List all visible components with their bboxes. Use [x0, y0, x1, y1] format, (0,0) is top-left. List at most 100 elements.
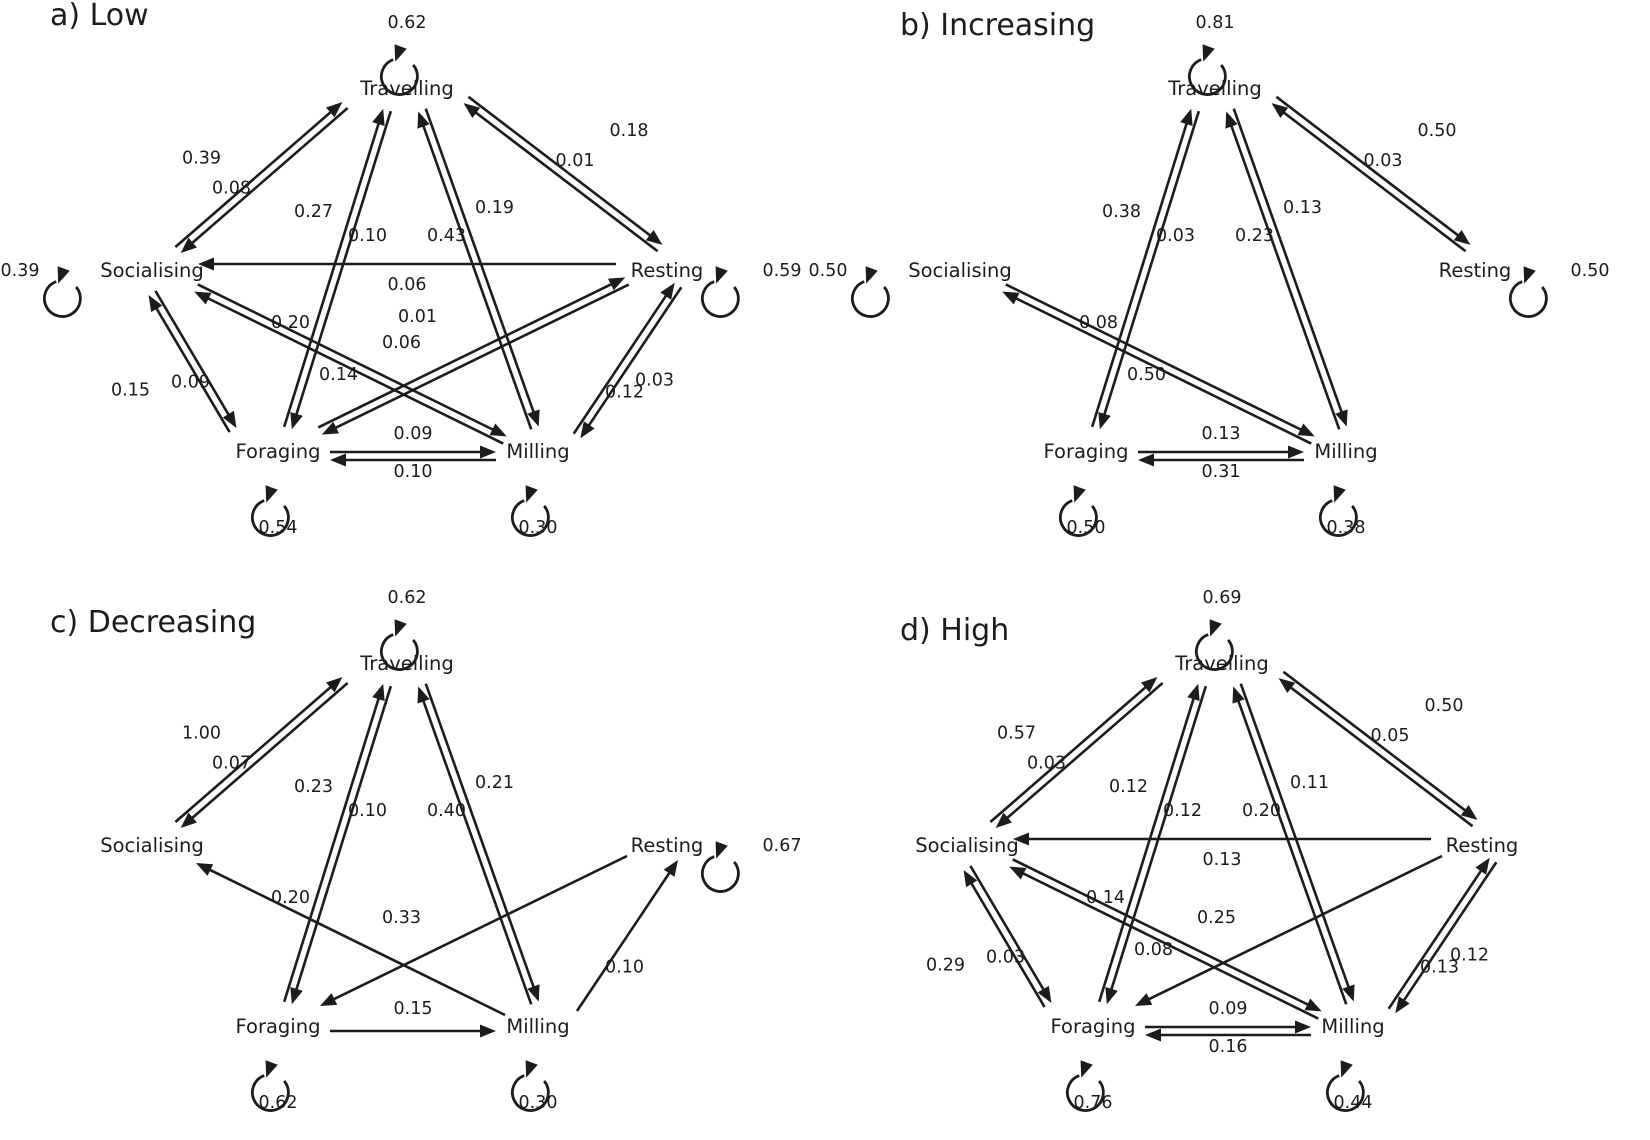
edge-socialising-to-foraging-probability: 0.15 — [111, 381, 150, 401]
edge-resting-to-travelling-line — [473, 110, 659, 253]
edge-milling-to-socialising — [196, 863, 506, 1017]
edge-foraging-to-socialising-probability: 0.09 — [171, 373, 210, 393]
edge-socialising-to-foraging-probability: 0.29 — [926, 956, 965, 976]
edge-travelling-to-resting-line — [1282, 670, 1468, 813]
panel-b-title: b) Increasing — [900, 8, 1095, 43]
edge-socialising-to-milling — [1012, 858, 1322, 1012]
self-loop-travelling — [1194, 619, 1234, 671]
self-loop-resting-arrowhead — [715, 266, 728, 284]
edge-socialising-to-milling — [1005, 283, 1315, 437]
edge-resting-to-foraging-arrowhead — [321, 421, 339, 435]
edge-resting-to-socialising-probability: 0.06 — [388, 275, 427, 295]
edge-socialising-to-foraging-line — [154, 290, 231, 417]
panel-c-title: c) Decreasing — [50, 605, 256, 640]
edge-travelling-to-resting-arrowhead — [1460, 804, 1478, 820]
edge-socialising-to-milling-line — [1005, 283, 1303, 432]
edge-milling-to-travelling — [1225, 111, 1341, 430]
self-loop-milling — [510, 485, 550, 537]
edge-travelling-to-socialising-line — [190, 682, 349, 820]
edge-travelling-to-milling-arrowhead — [1342, 984, 1355, 1002]
self-loop-socialising-probability: 0.39 — [1, 261, 40, 281]
self-loop-travelling-probability: 0.62 — [388, 13, 427, 33]
edge-milling-to-resting-line — [572, 293, 668, 435]
self-loop-travelling-probability: 0.62 — [388, 588, 427, 608]
node-label-travelling: Travelling — [1167, 77, 1262, 100]
edge-milling-to-socialising-line — [206, 296, 504, 445]
edge-milling-to-socialising-probability: 0.08 — [1079, 313, 1118, 333]
edge-milling-to-resting — [1387, 857, 1490, 1010]
self-loop-milling-probability: 0.38 — [1327, 518, 1366, 538]
edge-resting-to-foraging-line — [332, 854, 628, 1002]
edge-foraging-to-socialising-probability: 0.03 — [986, 948, 1025, 968]
edge-foraging-to-travelling-probability: 0.12 — [1109, 777, 1148, 797]
edge-travelling-to-foraging-probability: 0.03 — [1156, 226, 1195, 246]
edge-travelling-to-foraging-probability: 0.12 — [1163, 801, 1202, 821]
edge-travelling-to-milling-arrowhead — [1335, 409, 1348, 427]
edge-foraging-to-travelling-line — [1097, 696, 1196, 1003]
edge-socialising-to-milling-arrowhead — [1297, 423, 1315, 437]
edge-milling-to-travelling-probability: 0.11 — [1290, 773, 1329, 793]
edge-resting-to-travelling — [1278, 678, 1474, 828]
edge-milling-to-travelling-arrowhead — [417, 686, 430, 704]
edge-travelling-to-milling-probability: 0.23 — [1235, 226, 1274, 246]
self-loop-travelling — [379, 44, 419, 96]
self-loop-milling-arrowhead — [1340, 1060, 1353, 1078]
edge-milling-to-socialising-line — [1014, 296, 1312, 445]
edge-socialising-to-milling-line — [1012, 858, 1310, 1007]
node-label-travelling: Travelling — [359, 77, 454, 100]
edge-milling-to-foraging-probability: 0.31 — [1202, 462, 1241, 482]
edge-foraging-to-travelling-arrowhead — [1187, 683, 1200, 702]
self-loop-travelling-probability: 0.69 — [1203, 588, 1242, 608]
edge-resting-to-milling-arrowhead — [580, 421, 595, 439]
edge-travelling-to-socialising-line — [190, 107, 349, 245]
edge-foraging-to-resting — [317, 277, 626, 429]
edge-travelling-to-foraging-probability: 0.10 — [348, 801, 387, 821]
edge-milling-to-travelling-arrowhead — [1225, 111, 1238, 129]
self-loop-foraging-probability: 0.76 — [1074, 1093, 1113, 1113]
panel-d-title: d) High — [900, 613, 1009, 648]
edge-milling-to-socialising-probability: 0.14 — [1086, 888, 1125, 908]
edge-travelling-to-foraging — [1098, 110, 1201, 430]
self-loop-resting — [1508, 266, 1548, 318]
self-loop-travelling-arrowhead — [394, 44, 407, 62]
edge-resting-to-milling-probability: 0.12 — [1450, 946, 1489, 966]
edge-socialising-to-milling-arrowhead — [1304, 998, 1322, 1012]
self-loop-resting — [700, 266, 740, 318]
self-loop-socialising-probability: 0.50 — [809, 261, 848, 281]
edge-travelling-to-foraging-arrowhead — [1105, 986, 1118, 1005]
edge-milling-to-socialising-arrowhead — [1002, 291, 1020, 305]
edge-travelling-to-socialising-arrowhead — [180, 812, 197, 829]
edge-foraging-to-socialising-line — [154, 306, 231, 433]
edge-socialising-to-milling-probability: 0.14 — [319, 365, 358, 385]
edge-socialising-to-milling-probability: 0.50 — [1127, 365, 1166, 385]
edge-resting-to-foraging — [320, 854, 628, 1006]
edge-milling-to-resting-line — [575, 870, 672, 1012]
edge-resting-to-socialising — [1013, 832, 1431, 846]
self-loop-foraging-arc — [1065, 1074, 1105, 1112]
self-loop-foraging-probability: 0.50 — [1067, 518, 1106, 538]
edge-milling-to-resting — [572, 282, 675, 435]
self-loop-foraging — [250, 1060, 290, 1112]
self-loop-foraging-probability: 0.54 — [259, 518, 298, 538]
edge-foraging-to-milling-arrowhead — [1288, 445, 1304, 459]
edge-foraging-to-milling-probability: 0.09 — [394, 424, 433, 444]
edge-foraging-to-travelling — [282, 108, 385, 428]
edge-travelling-to-resting — [1275, 95, 1471, 245]
self-loop-travelling-probability: 0.81 — [1196, 13, 1235, 33]
edge-milling-to-foraging — [1145, 1028, 1311, 1042]
edge-travelling-to-foraging — [290, 685, 393, 1005]
edge-milling-to-travelling-arrowhead — [417, 111, 430, 129]
edge-socialising-to-travelling-arrowhead — [326, 676, 343, 693]
edge-milling-to-travelling-arrowhead — [1232, 686, 1245, 704]
edge-milling-to-resting-probability: 0.13 — [1420, 958, 1459, 978]
edge-milling-to-foraging-arrowhead — [1145, 1028, 1161, 1042]
edge-foraging-to-milling-arrowhead — [480, 445, 496, 459]
edge-socialising-to-foraging — [969, 865, 1052, 1003]
edge-travelling-to-resting — [1282, 670, 1478, 820]
edge-foraging-to-travelling-line — [282, 696, 381, 1003]
edge-resting-to-foraging-arrowhead — [320, 993, 338, 1006]
